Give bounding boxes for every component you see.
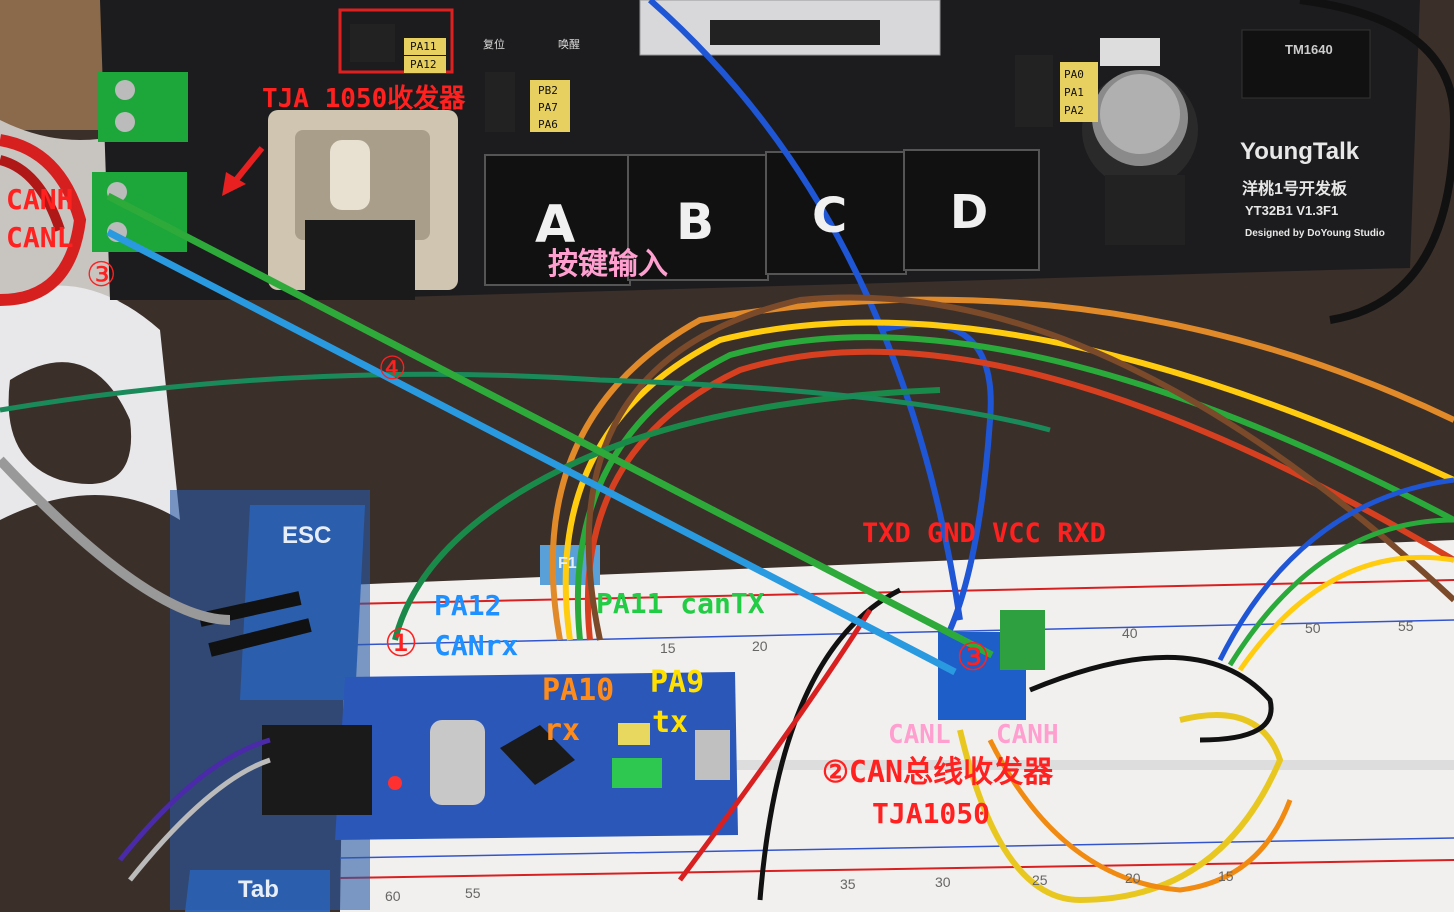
annotation-circle-4: ④ <box>378 349 407 387</box>
jumper-label-pa11: PA11 <box>410 40 437 53</box>
header-label-wake: 唤醒 <box>558 38 580 51</box>
pcb-key-c-letter: C <box>812 188 848 244</box>
annotation-canh-left: CANH <box>6 183 74 216</box>
pin-label-pb2: PB2 <box>538 84 558 97</box>
terminal-block-power <box>98 72 188 142</box>
annotation-canl-left: CANL <box>6 221 74 254</box>
bb-num-15: 15 <box>660 640 676 656</box>
bb-num-15b: 15 <box>1218 868 1234 884</box>
pin-label-pa7: PA7 <box>538 101 558 114</box>
annotation-canl-right: CANL <box>888 720 951 750</box>
annotation-pa10: PA10 <box>542 673 615 708</box>
pcb-key-b-letter: B <box>676 193 715 251</box>
pin-label-pa0: PA0 <box>1064 68 1084 81</box>
board-brand: YoungTalk <box>1240 138 1360 165</box>
bb-num-50: 50 <box>1305 620 1321 636</box>
power-led <box>388 776 402 790</box>
annotation-pa9: PA9 <box>650 665 705 700</box>
board-name: 洋桃1号开发板 <box>1242 181 1347 198</box>
annotation-circle-3-left: ③ <box>86 255 117 295</box>
canl-annotation-line <box>106 228 957 676</box>
bb-num-35: 35 <box>840 876 856 892</box>
wood-surface <box>0 0 110 130</box>
bb-num-20: 20 <box>752 638 768 654</box>
bb-num-55: 55 <box>1398 618 1414 634</box>
pcb-key-d-letter: D <box>950 185 989 239</box>
pin-label-pa6: PA6 <box>538 118 558 131</box>
keyboard-f1-label: F1 <box>558 555 577 572</box>
annotation-tx: tx <box>652 705 689 740</box>
keyboard-esc-label: ESC <box>282 522 332 549</box>
annotation-circle-3-right: ③ <box>956 635 991 679</box>
annotation-pa11-cantx: PA11 canTX <box>596 587 765 620</box>
pin-label-pa2: PA2 <box>1064 104 1084 117</box>
annotation-rx: rx <box>544 713 581 748</box>
annotation-txd-gnd-vcc-rxd: TXD GND VCC RXD <box>862 518 1106 549</box>
annotation-key-input: 按键输入 <box>548 247 668 282</box>
annotation-pa12: PA12 <box>434 589 502 622</box>
bb-num-20b: 20 <box>1125 870 1141 886</box>
pin-label-pa1: PA1 <box>1064 86 1084 99</box>
annotation-canrx: CANrx <box>434 629 519 662</box>
annotation-tja-transceiver: TJA 1050收发器 <box>262 84 466 114</box>
annotation-circle-1: ① <box>384 621 419 665</box>
canh-annotation-line <box>106 192 994 659</box>
header-label-reset: 复位 <box>483 38 505 51</box>
usb-port <box>695 730 730 780</box>
board-version: YT32B1 V1.3F1 <box>1245 203 1339 218</box>
annotation-canh-right: CANH <box>996 720 1059 750</box>
bb-num-60: 60 <box>385 888 401 904</box>
crystal <box>430 720 485 805</box>
bb-num-55b: 55 <box>465 885 481 901</box>
jumper-label-pa12: PA12 <box>410 58 437 71</box>
bb-num-30: 30 <box>935 874 951 890</box>
chip-label: TM1640 <box>1285 42 1333 57</box>
key-d <box>903 149 1040 271</box>
key-c <box>765 151 907 275</box>
jumper-header <box>262 725 372 815</box>
tm1640-chip <box>1241 29 1371 99</box>
pcb-key-a-letter: A <box>535 195 576 255</box>
board-designer: Designed by DoYoung Studio <box>1245 228 1385 239</box>
annotation-tja1050-bottom: TJA1050 <box>872 797 991 830</box>
bb-num-25: 25 <box>1032 872 1048 888</box>
jumper-highlight-box <box>338 8 454 74</box>
annotation-can-bus-transceiver: ②CAN总线收发器 <box>822 755 1054 790</box>
mcu-chip <box>500 725 575 785</box>
bb-num-40: 40 <box>1122 625 1138 641</box>
keyboard-tab-label: Tab <box>238 876 279 903</box>
